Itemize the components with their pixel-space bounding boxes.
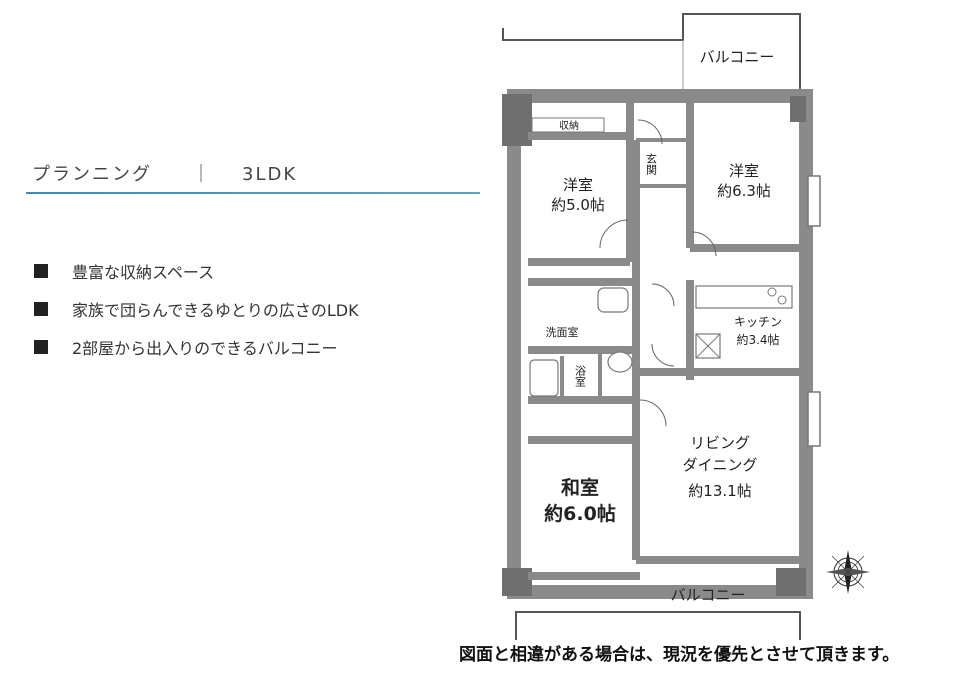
size-living: 約13.1帖 [688,482,751,500]
label-dining: ダイニング [682,456,757,474]
window-east-upper [807,175,821,227]
label-japanese-room: 和室 [561,476,599,499]
size-western-room-1: 約5.0帖 [551,196,605,214]
label-balcony-bottom: バルコニー [671,586,746,604]
pillar-top-left [502,94,532,146]
size-western-room-2: 約6.3帖 [717,182,771,200]
disclaimer-note: 図面と相違がある場合は、現況を優先とさせて頂きます。 [447,640,907,665]
heading-label: プランニング [32,164,152,185]
label-balcony-top: バルコニー [700,48,775,66]
bathtub-fixture [529,359,559,397]
label-washroom: 洗面室 [546,325,579,339]
toilet-fixture [597,287,629,313]
bullet-square-icon [34,264,48,278]
pillar-bottom-right [776,568,806,596]
stove-burner-icon [777,295,787,305]
washbasin-fixture [607,351,633,373]
label-western-room-1: 洋室 [563,176,593,194]
label-kitchen: キッチン [734,315,782,329]
kitchen-counter [695,285,793,309]
stove-burner-icon [767,287,777,297]
size-kitchen: 約3.4帖 [736,332,779,347]
heading-separator: ｜ [192,164,212,185]
balcony-top-outline [502,13,801,96]
heading-layout: 3LDK [242,164,298,185]
label-bath: 浴室 [574,365,587,387]
label-living: リビング [690,434,750,452]
label-entrance: 玄関 [645,152,658,175]
bullet-square-icon [34,340,48,354]
label-western-room-2: 洋室 [729,162,759,180]
door-swings [599,119,717,427]
size-japanese-room: 約6.0帖 [544,502,616,525]
storage-closet [531,117,605,133]
thin-walls [560,138,690,398]
label-storage: 収納 [559,119,579,132]
pillar-top-right [790,96,806,122]
feature-item: 家族で団らんできるゆとりの広さのLDK [34,290,359,328]
feature-item: 豊富な収納スペース [34,252,359,290]
feature-item: 2部屋から出入りのできるバルコニー [34,328,359,366]
compass-icon [826,550,870,594]
window-east-lower [807,391,821,447]
disclaimer-text: 図面と相違がある場合は、現況を優先とさせて頂きます。 [459,645,900,665]
bullet-square-icon [34,302,48,316]
interior-walls [528,96,800,580]
heading-underline [26,192,480,194]
planning-heading: プランニング ｜ 3LDK [32,160,297,186]
pillar-bottom-left [502,568,532,596]
balcony-bottom-outline [515,611,801,640]
feature-list: 豊富な収納スペース 家族で団らんできるゆとりの広さのLDK 2部屋から出入りので… [34,252,359,366]
